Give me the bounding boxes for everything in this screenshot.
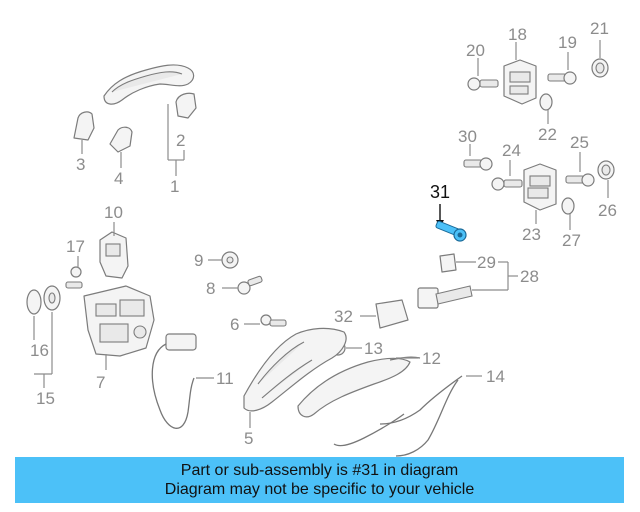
callout-13: 13 xyxy=(364,339,383,358)
check-bracket-32 xyxy=(375,299,409,329)
bolt-20 xyxy=(467,77,499,91)
inside-handle-frame-5 xyxy=(243,327,347,412)
handle-gasket-4 xyxy=(109,126,133,153)
callout-3: 3 xyxy=(76,155,85,174)
callout-18: 18 xyxy=(508,25,527,44)
callout-11: 11 xyxy=(216,369,234,388)
bushing-21 xyxy=(591,58,609,78)
callout-30: 30 xyxy=(458,127,477,146)
callout-31: 31 xyxy=(430,182,450,202)
callout-4: 4 xyxy=(114,169,123,188)
info-banner: Part or sub-assembly is #31 in diagram D… xyxy=(15,457,624,503)
callout-26: 26 xyxy=(598,201,617,220)
actuator-cable-11 xyxy=(151,333,197,429)
upper-hinge-18 xyxy=(503,59,537,105)
bolt-30 xyxy=(463,157,493,171)
callout-17: 17 xyxy=(66,237,85,256)
callout-23: 23 xyxy=(522,225,541,244)
callout-16: 16 xyxy=(30,341,49,360)
callout-1: 1 xyxy=(170,177,179,196)
callout-7: 7 xyxy=(96,373,105,392)
cylinder-seal xyxy=(43,285,61,311)
callout-5: 5 xyxy=(244,429,253,448)
bushing-22 xyxy=(539,93,553,111)
cylinder-cap-16 xyxy=(26,289,42,315)
screw-6 xyxy=(260,314,287,327)
callout-32: 32 xyxy=(334,307,353,326)
callout-19: 19 xyxy=(558,33,577,52)
inner-cable-14 xyxy=(333,375,463,457)
part-31-bolt xyxy=(435,204,467,242)
banner-line-1: Part or sub-assembly is #31 in diagram xyxy=(180,462,459,479)
callout-2: 2 xyxy=(176,131,185,150)
handle-cap-2 xyxy=(175,92,197,119)
bolt-19 xyxy=(547,71,577,85)
banner-line-2: Diagram may not be specific to your vehi… xyxy=(164,481,475,498)
callout-22: 22 xyxy=(538,125,557,144)
callout-28: 28 xyxy=(520,267,539,286)
callout-10: 10 xyxy=(104,203,123,222)
callout-labels: 20 18 19 21 22 30 24 25 26 23 27 31 10 9… xyxy=(30,19,617,448)
door-check-28 xyxy=(417,285,473,309)
callout-25: 25 xyxy=(570,133,589,152)
bushing-27 xyxy=(561,197,575,215)
callout-21: 21 xyxy=(590,19,609,38)
callout-29: 29 xyxy=(477,253,496,272)
callout-12: 12 xyxy=(422,349,441,368)
screw-17 xyxy=(65,266,83,289)
callout-8: 8 xyxy=(206,279,215,298)
callout-27: 27 xyxy=(562,231,581,250)
bolt-8 xyxy=(237,275,263,295)
bolt-24 xyxy=(491,177,523,191)
callout-14: 14 xyxy=(486,367,505,386)
grommet-9 xyxy=(221,251,239,269)
door-latch-7 xyxy=(83,285,155,357)
handle-cap-3 xyxy=(73,111,95,141)
callout-6: 6 xyxy=(230,315,239,334)
callout-24: 24 xyxy=(502,141,521,160)
lower-hinge-23 xyxy=(523,163,557,211)
gasket-29 xyxy=(439,253,457,273)
outside-handle xyxy=(103,64,195,105)
callout-9: 9 xyxy=(194,251,203,270)
bushing-26 xyxy=(597,160,615,180)
lock-cylinder-10 xyxy=(99,231,129,279)
bolt-25 xyxy=(565,173,595,187)
callout-20: 20 xyxy=(466,41,485,60)
callout-15: 15 xyxy=(36,389,55,408)
